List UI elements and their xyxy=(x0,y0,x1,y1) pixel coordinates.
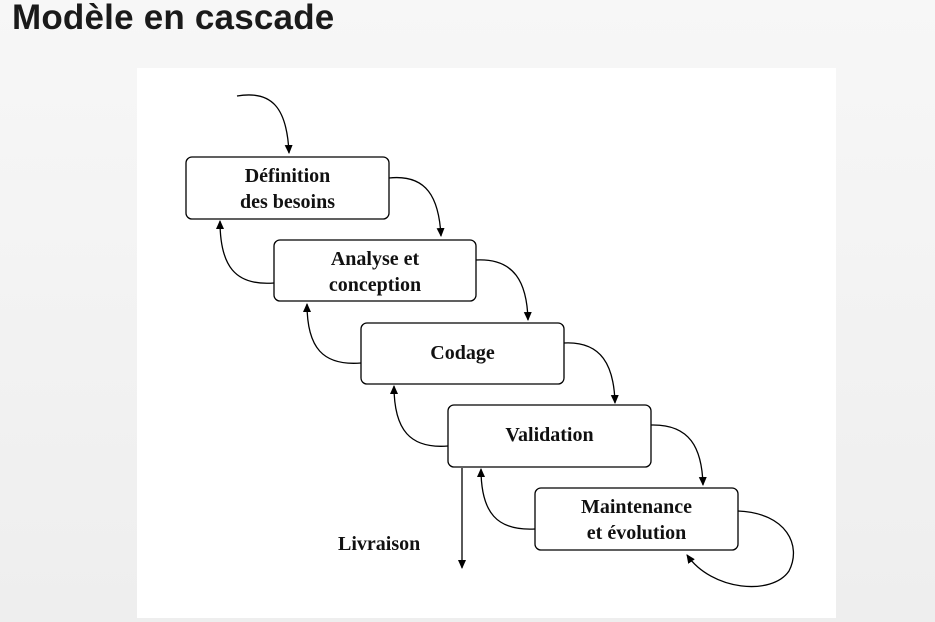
phase-label-analyse-line2: conception xyxy=(329,274,421,296)
phase-label-validation: Validation xyxy=(505,424,593,446)
phase-box-definition xyxy=(185,156,390,220)
phase-label-analyse-line1: Analyse et xyxy=(331,248,420,270)
phase-label-maintenance-line2: et évolution xyxy=(587,522,686,544)
forward-arrow-analyse-to-codage xyxy=(475,259,532,321)
phase-box-validation xyxy=(447,404,652,468)
phase-label-maintenance-line1: Maintenance xyxy=(581,496,692,518)
entry-arrow xyxy=(236,94,293,154)
phase-box-maintenance xyxy=(534,487,739,551)
feedback-arrow-analyse-to-definition xyxy=(216,220,275,284)
forward-arrow-validation-to-maintenance xyxy=(650,424,707,486)
forward-arrow-codage-to-validation xyxy=(563,342,619,404)
phase-label-definition-line1: Définition xyxy=(245,165,331,187)
phase-label-definition-line2: des besoins xyxy=(240,191,335,213)
phase-label-codage: Codage xyxy=(430,342,495,364)
feedback-arrow-codage-to-analyse xyxy=(303,303,362,364)
feedback-arrow-maintenance-to-validation xyxy=(477,468,536,530)
forward-arrow-definition-to-analyse xyxy=(388,176,445,237)
phase-box-analyse xyxy=(273,239,477,302)
waterfall-diagram-panel: Définition des besoins Analyse et concep… xyxy=(137,68,836,618)
phase-box-codage xyxy=(360,322,565,385)
feedback-arrow-validation-to-codage xyxy=(390,385,449,447)
slide-title: Modèle en cascade xyxy=(12,0,335,37)
maintenance-self-loop-arrow xyxy=(686,510,794,588)
delivery-label: Livraison xyxy=(338,533,420,555)
waterfall-diagram: Définition des besoins Analyse et concep… xyxy=(185,94,794,588)
